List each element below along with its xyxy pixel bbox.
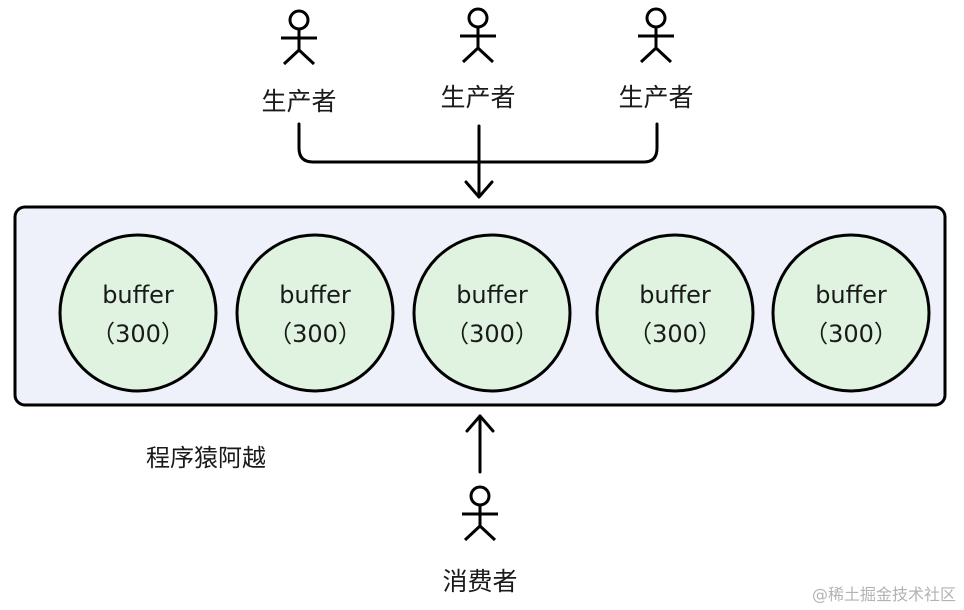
buffer-name: buffer <box>815 281 887 309</box>
producer-2: 生产者 <box>440 7 516 112</box>
buffer-5: buffer （300） <box>771 233 931 393</box>
producer-label: 生产者 <box>261 87 336 116</box>
producer-label: 生产者 <box>618 83 693 112</box>
buffer-size: （300） <box>804 320 898 348</box>
watermark: @稀土掘金技术社区 <box>812 585 956 604</box>
buffer-3: buffer （300） <box>412 233 572 393</box>
producer-bracket-connector <box>297 122 659 198</box>
buffer-name: buffer <box>102 281 174 309</box>
buffer-name: buffer <box>279 281 351 309</box>
author-caption: 程序猿阿越 <box>146 444 266 472</box>
buffer-2: buffer （300） <box>235 233 395 393</box>
person-icon <box>462 485 498 542</box>
person-icon <box>460 7 496 64</box>
producer-3: 生产者 <box>618 7 694 112</box>
consumer-label: 消费者 <box>442 567 517 596</box>
arrow-up-icon <box>465 414 495 433</box>
consumer: 消费者 <box>442 485 518 596</box>
buffer-name: buffer <box>456 281 528 309</box>
buffer-size: （300） <box>91 320 185 348</box>
producer-1: 生产者 <box>261 9 337 116</box>
buffer-1: buffer （300） <box>58 233 218 393</box>
arrow-down-icon <box>464 180 494 199</box>
buffer-4: buffer （300） <box>595 233 755 393</box>
buffer-size: （300） <box>628 320 722 348</box>
buffer-name: buffer <box>639 281 711 309</box>
person-icon <box>638 7 674 64</box>
person-icon <box>281 9 317 66</box>
buffer-size: （300） <box>268 320 362 348</box>
producer-label: 生产者 <box>440 83 515 112</box>
buffer-size: （300） <box>445 320 539 348</box>
